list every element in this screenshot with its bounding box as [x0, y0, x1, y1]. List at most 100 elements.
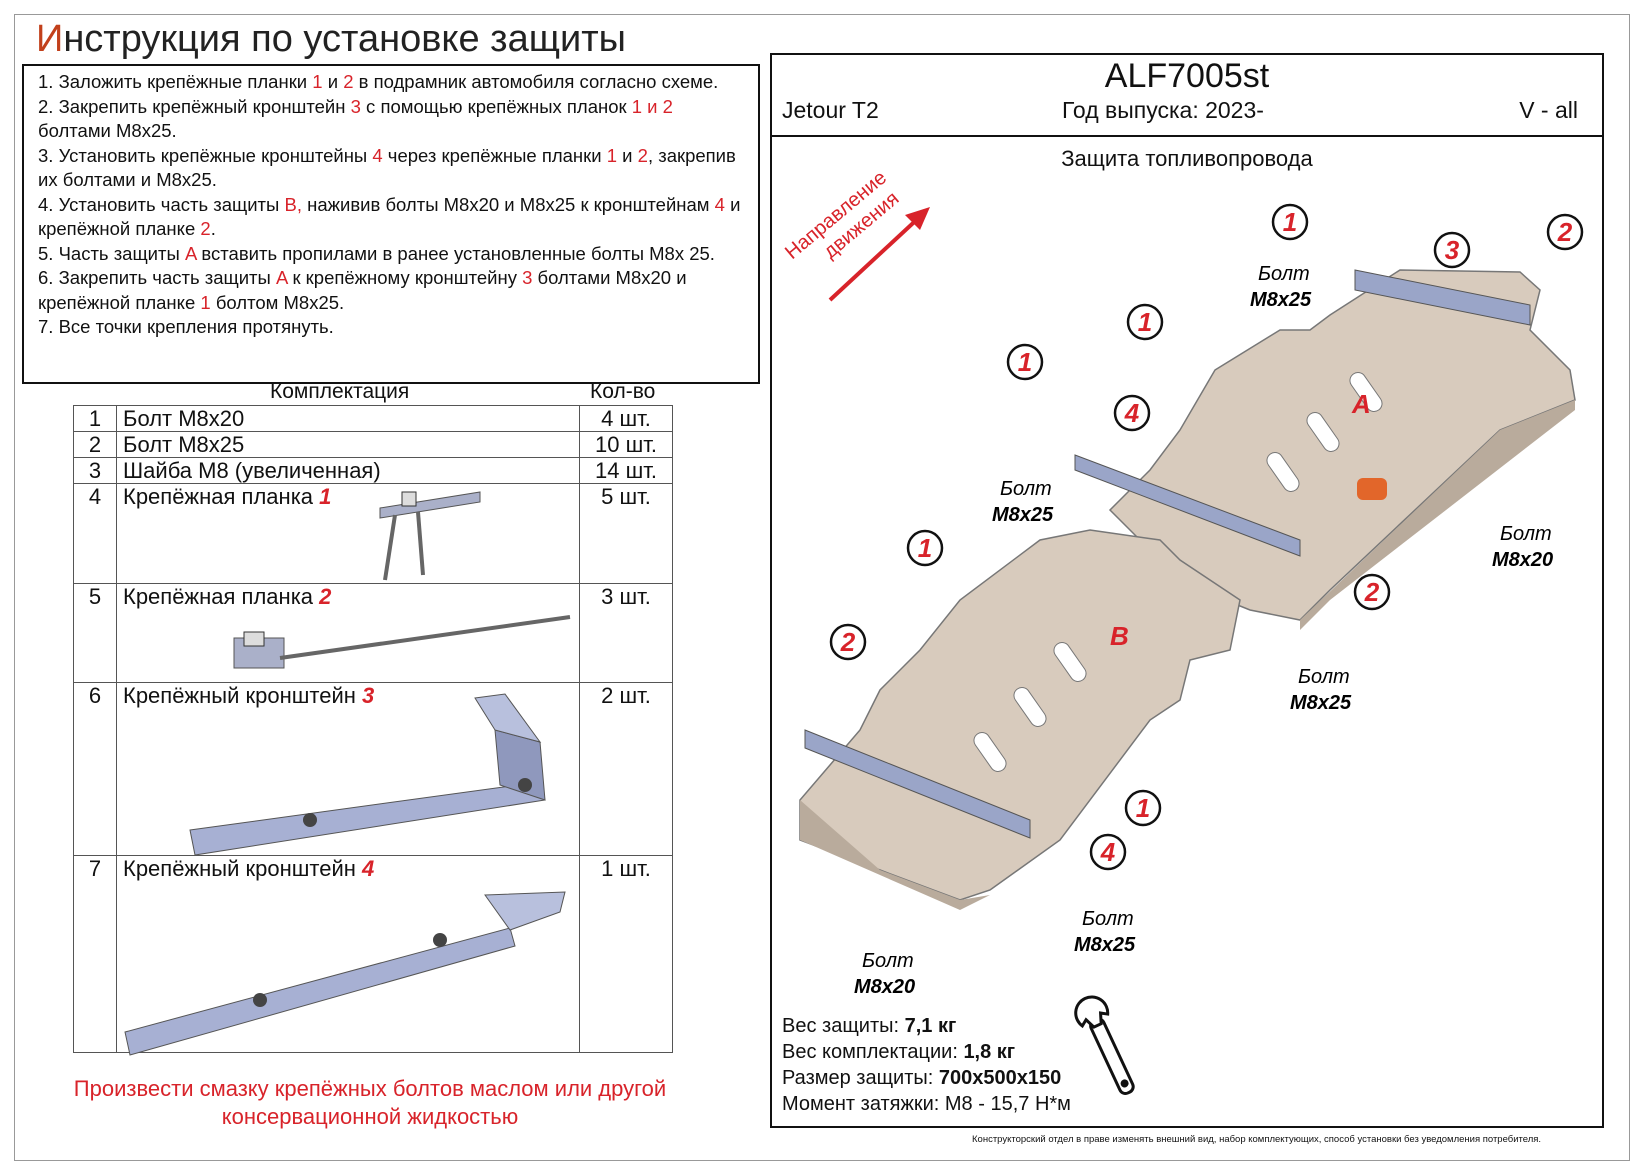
car-model: Jetour T2	[782, 97, 879, 123]
bracket-4-bottom	[804, 729, 1031, 839]
kit-row-name: Болт М8х25	[116, 431, 580, 458]
svg-text:1: 1	[1283, 207, 1297, 237]
callout-4: 4	[1113, 394, 1151, 432]
kit-row-number: 7	[73, 855, 117, 1053]
label-b: B	[1110, 621, 1129, 651]
svg-text:Болт: Болт	[1258, 263, 1310, 285]
svg-text:1: 1	[1138, 307, 1152, 337]
spec-line: Вес комплектации: 1,8 кг	[782, 1041, 1016, 1063]
svg-text:3: 3	[1445, 235, 1460, 265]
kit-row-qty: 3 шт.	[579, 583, 673, 683]
callout-2: 2	[829, 623, 867, 661]
instruction-step: 4. Установить часть защиты B, наживив бо…	[38, 193, 741, 240]
spec-line: Вес защиты: 7,1 кг	[782, 1015, 957, 1037]
callout-4: 4	[1089, 833, 1127, 871]
svg-text:4: 4	[1124, 398, 1140, 428]
callout-1: 1	[1006, 343, 1044, 381]
kit-row-number: 4	[73, 483, 117, 584]
plate-b-side	[800, 800, 990, 910]
wrench-icon	[1074, 995, 1135, 1095]
label-a: A	[1351, 389, 1371, 419]
direction-arrowhead	[905, 207, 930, 230]
slots	[973, 372, 1383, 772]
lubrication-note: Произвести смазку крепёжных болтов масло…	[73, 1076, 667, 1129]
svg-text:2: 2	[1557, 217, 1573, 247]
callout-3: 3	[1433, 231, 1471, 269]
kit-row-number: 1	[73, 405, 117, 432]
direction-arrow	[828, 210, 927, 302]
callout-2: 2	[1546, 213, 1584, 251]
svg-text:1: 1	[1018, 347, 1032, 377]
svg-text:M8x25: M8x25	[1250, 289, 1312, 311]
svg-text:Болт: Болт	[1082, 908, 1134, 930]
bracket-3	[1354, 269, 1531, 326]
instruction-step: 2. Закрепить крепёжный кронштейн 3 с пом…	[38, 95, 673, 142]
svg-text:Болт: Болт	[862, 950, 914, 972]
spec-line: Момент затяжки: М8 - 15,7 Н*м	[782, 1093, 1071, 1115]
instruction-step: 3. Установить крепёжные кронштейны 4 чер…	[38, 144, 736, 191]
callout-1: 1	[1271, 203, 1309, 241]
svg-text:M8x20: M8x20	[1492, 549, 1553, 571]
bracket-4-top	[1074, 454, 1301, 557]
svg-text:2: 2	[1364, 577, 1380, 607]
kit-header-name: Комплектация	[270, 380, 410, 403]
kit-row-name: Шайба М8 (увеличенная)	[116, 457, 580, 484]
production-year: Год выпуска: 2023-	[1062, 97, 1264, 123]
kit-row-number: 2	[73, 431, 117, 458]
diagram-panel: ALF7005st Jetour T2 Год выпуска: 2023- V…	[770, 53, 1604, 1128]
instruction-step: 1. Заложить крепёжные планки 1 и 2 в под…	[38, 71, 719, 92]
callout-2: 2	[1353, 573, 1391, 611]
direction-label: Направление движения	[781, 167, 903, 264]
svg-text:M8x25: M8x25	[1074, 934, 1136, 956]
page-frame	[14, 14, 1630, 1161]
product-code: ALF7005st	[1104, 57, 1270, 95]
kit-header-qty: Кол-во	[590, 380, 656, 403]
product-header: ALF7005st Jetour T2 Год выпуска: 2023- V…	[772, 55, 1602, 137]
callout-1: 1	[906, 529, 944, 567]
variant: V - all	[1519, 97, 1578, 123]
svg-text:Болт: Болт	[1000, 478, 1052, 500]
kit-row-number: 5	[73, 583, 117, 683]
instruction-step: 7. Все точки крепления протянуть.	[38, 316, 334, 337]
svg-text:2: 2	[840, 627, 856, 657]
orange-cap	[1357, 478, 1387, 500]
instructions-box: 1. Заложить крепёжные планки 1 и 2 в под…	[22, 64, 760, 384]
page-title: Инструкция по установке защиты	[36, 18, 626, 61]
plate-a-side	[1300, 400, 1575, 630]
svg-text:M8x20: M8x20	[854, 976, 915, 998]
instruction-step: 5. Часть защиты A вставить пропилами в р…	[38, 242, 715, 264]
plate-b	[799, 529, 1241, 901]
kit-row-name: Болт М8х20	[116, 405, 580, 432]
title-rest: нструкция по установке защиты	[63, 18, 626, 60]
kit-row-name: Крепёжная планка 1	[116, 483, 580, 584]
svg-text:M8x25: M8x25	[1290, 692, 1352, 714]
title-first-letter: И	[36, 18, 64, 60]
kit-row-qty: 2 шт.	[579, 682, 673, 856]
bolt-labels: БолтM8x25БолтM8x25БолтM8x20БолтM8x25Болт…	[854, 263, 1553, 998]
callout-1: 1	[1126, 303, 1164, 341]
protection-name: Защита топливопровода	[1061, 146, 1313, 171]
svg-text:4: 4	[1100, 837, 1116, 867]
kit-row-qty: 5 шт.	[579, 483, 673, 584]
spec-line: Размер защиты: 700х500х150	[782, 1067, 1062, 1089]
specs: Вес защиты: 7,1 кг Вес комплектации: 1,8 …	[782, 1013, 1071, 1117]
svg-text:Болт: Болт	[1298, 666, 1350, 688]
svg-text:Болт: Болт	[1500, 523, 1552, 545]
svg-text:1: 1	[918, 533, 932, 563]
disclaimer: Конструкторский отдел в праве изменять в…	[972, 1134, 1542, 1145]
svg-text:1: 1	[1136, 793, 1150, 823]
instruction-step: 6. Закрепить часть защиты A к крепёжному…	[38, 267, 687, 313]
kit-row-qty: 1 шт.	[579, 855, 673, 1053]
